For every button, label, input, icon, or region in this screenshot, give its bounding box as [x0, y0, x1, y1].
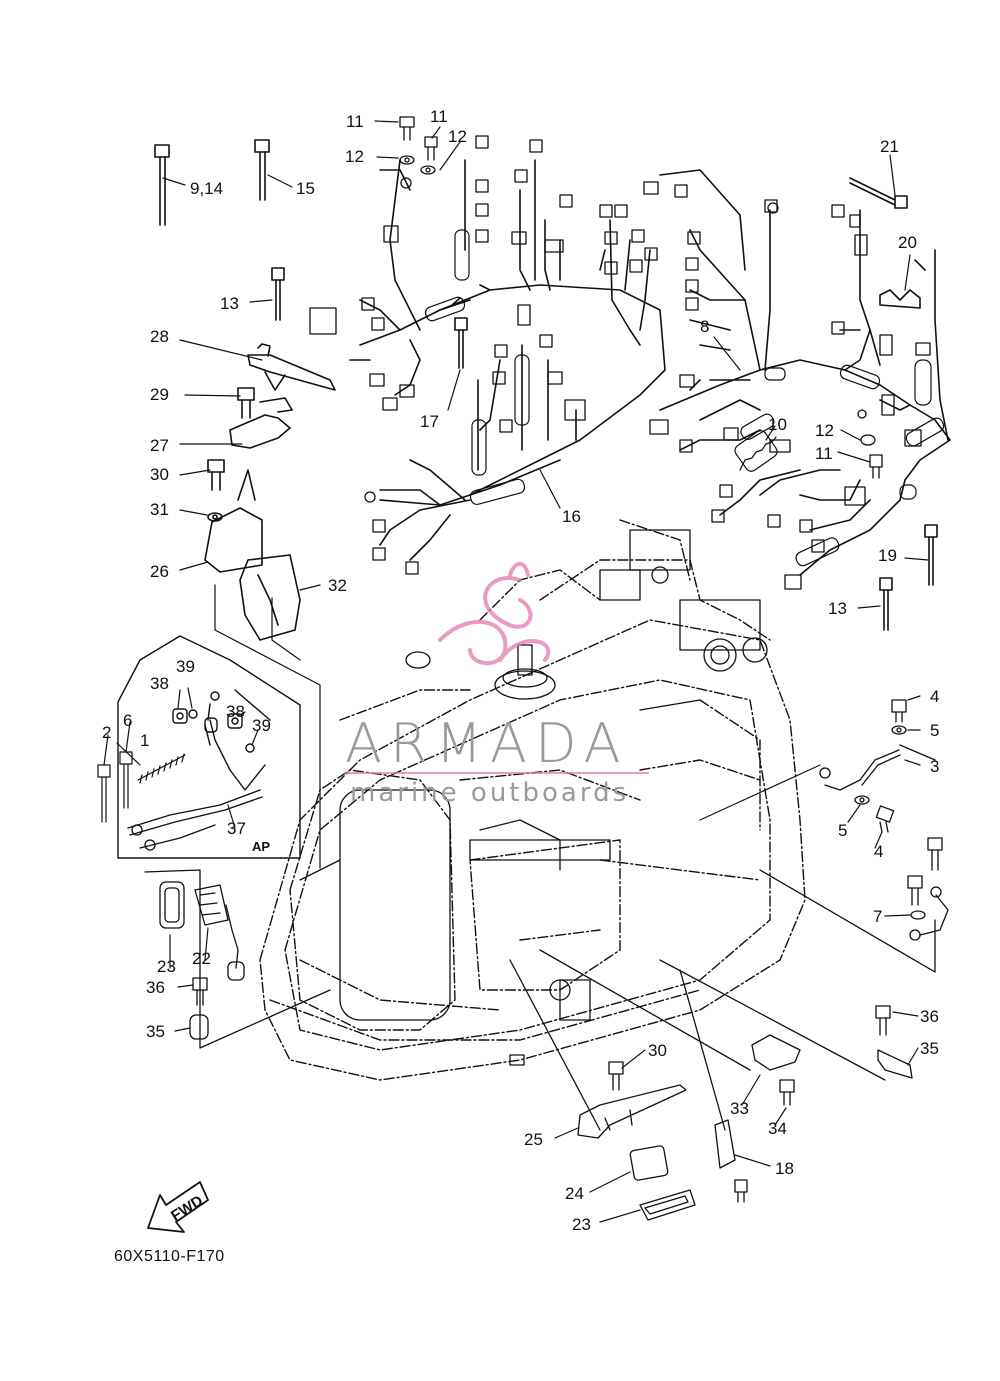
callout-28: 28 — [150, 327, 169, 346]
ap-label: AP — [252, 839, 271, 854]
callout-17: 17 — [420, 412, 439, 431]
callout-16: 16 — [562, 507, 581, 526]
left-parts-1-2-6 — [97, 751, 186, 823]
left-tie-bands — [154, 139, 468, 369]
callout-38: 38 — [226, 702, 245, 721]
callout-35: 35 — [920, 1039, 939, 1058]
watermark-logo — [438, 561, 551, 666]
callout-33: 33 — [730, 1099, 749, 1118]
top-bolts — [399, 116, 883, 479]
callout-7: 7 — [873, 907, 883, 926]
callout-37: 37 — [227, 819, 246, 838]
main-wire-harness — [349, 159, 666, 561]
callout-23: 23 — [572, 1215, 591, 1234]
callout-26: 26 — [150, 562, 169, 581]
callout-22: 22 — [192, 949, 211, 968]
figure-code: 60X5110-F170 — [114, 1248, 225, 1265]
bottom-center-parts — [509, 949, 801, 1221]
ground-lead-7 — [759, 837, 949, 973]
callout-15: 15 — [296, 179, 315, 198]
callout-23: 23 — [157, 957, 176, 976]
callout-5: 5 — [838, 821, 848, 840]
callout-32: 32 — [328, 576, 347, 595]
harness-8 — [659, 169, 951, 576]
ap-inset-box — [117, 635, 301, 859]
callout-5: 5 — [930, 721, 940, 740]
callout-9-14: 9,14 — [190, 179, 224, 198]
callout-2: 2 — [102, 723, 112, 742]
watermark-title: ARMADA — [345, 712, 629, 775]
left-bottom-parts — [144, 869, 331, 1049]
callout-38: 38 — [150, 674, 169, 693]
callout-30: 30 — [648, 1041, 667, 1060]
callout-11: 11 — [430, 107, 448, 126]
callout-31: 31 — [150, 500, 169, 519]
callout-35: 35 — [146, 1022, 165, 1041]
callout-10: 10 — [768, 415, 787, 434]
callout-36: 36 — [146, 978, 165, 997]
watermark-subtitle: marine outboards — [350, 778, 630, 808]
callout-12: 12 — [815, 421, 834, 440]
callout-36: 36 — [920, 1007, 939, 1026]
callout-3: 3 — [930, 757, 940, 776]
callout-13: 13 — [828, 599, 847, 618]
callout-20: 20 — [898, 233, 917, 252]
callout-11: 11 — [815, 444, 833, 463]
callout-29: 29 — [150, 385, 169, 404]
callout-39: 39 — [176, 657, 195, 676]
ring-terminals — [131, 177, 942, 941]
callout-11: 11 — [346, 112, 364, 131]
coil-10 — [734, 430, 778, 472]
callout-8: 8 — [700, 317, 710, 336]
leader-lines — [103, 120, 929, 1223]
callout-30: 30 — [150, 465, 169, 484]
callout-1: 1 — [140, 731, 150, 750]
callout-21: 21 — [880, 137, 899, 156]
ground-lead-3 — [824, 699, 936, 833]
callout-25: 25 — [524, 1130, 543, 1149]
callout-13: 13 — [220, 294, 239, 313]
right-tie-bands — [849, 177, 938, 631]
callout-12: 12 — [448, 127, 467, 146]
callout-34: 34 — [768, 1119, 787, 1138]
callout-18: 18 — [775, 1159, 794, 1178]
connectors — [309, 135, 931, 590]
callout-4: 4 — [874, 842, 884, 861]
callout-4: 4 — [930, 687, 940, 706]
callout-39: 39 — [252, 716, 271, 735]
callout-12: 12 — [345, 147, 364, 166]
engine-details — [299, 529, 768, 1066]
corrugated-sleeves — [424, 229, 945, 567]
callout-6: 6 — [123, 711, 133, 730]
fwd-arrow — [147, 1181, 209, 1233]
right-bottom-parts — [659, 959, 913, 1081]
left-bracket-parts — [204, 343, 336, 641]
callout-24: 24 — [565, 1184, 584, 1203]
callout-19: 19 — [878, 546, 897, 565]
callout-27: 27 — [150, 436, 169, 455]
